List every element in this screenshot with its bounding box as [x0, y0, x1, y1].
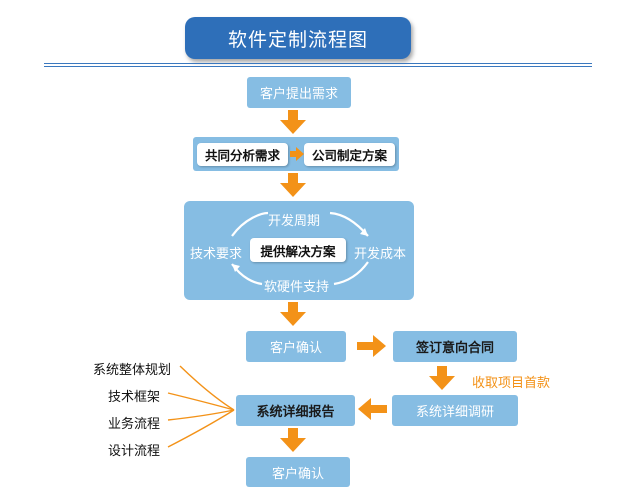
cycle-arrowhead-1 — [360, 228, 368, 236]
step-request[interactable]: 客户提出需求 — [247, 77, 351, 108]
fan-line-4 — [167, 409, 235, 448]
arrow-down-2 — [280, 173, 306, 197]
step-confirm-1[interactable]: 客户确认 — [246, 331, 346, 362]
page-title: 软件定制流程图 — [185, 17, 411, 59]
report-item: 设计流程 — [108, 444, 161, 459]
fan-line-3 — [167, 409, 235, 421]
arrow-down-4 — [429, 366, 455, 390]
payment-label: 收取项目首款 — [472, 376, 551, 391]
step-plan-label: 公司制定方案 — [311, 148, 387, 163]
step-research[interactable]: 系统详细调研 — [392, 395, 518, 426]
report-item: 业务流程 — [108, 417, 161, 432]
cycle-solution[interactable]: 提供解决方案 — [250, 238, 346, 262]
step-report[interactable]: 系统详细报告 — [236, 395, 355, 426]
arrow-down-5 — [280, 428, 306, 452]
arrow-down-3 — [280, 302, 306, 326]
cycle-arc-bottom-right — [333, 261, 369, 286]
cycle-solution-label: 提供解决方案 — [260, 243, 336, 259]
step-request-label: 客户提出需求 — [259, 87, 338, 102]
step-analysis[interactable]: 共同分析需求 — [197, 143, 288, 166]
title-divider — [44, 63, 592, 64]
arrow-right — [357, 335, 386, 357]
report-item: 系统整体规划 — [93, 363, 172, 378]
step-confirm-2-label: 客户确认 — [271, 466, 324, 482]
step-plan[interactable]: 公司制定方案 — [304, 143, 395, 166]
title-divider-2 — [44, 66, 592, 67]
cycle-dev-cost: 开发成本 — [354, 247, 407, 262]
step-confirm-1-label: 客户确认 — [269, 341, 322, 356]
arrow-down-1 — [280, 110, 306, 134]
fan-line-1 — [179, 365, 235, 411]
step-contract-label: 签订意向合同 — [415, 341, 494, 356]
report-item: 技术框架 — [108, 390, 161, 405]
fan-line-2 — [167, 392, 235, 411]
cycle-tech-requirement: 技术要求 — [190, 247, 243, 262]
cycle-arrowhead-2 — [232, 264, 240, 272]
arrow-left — [358, 398, 387, 420]
step-report-label: 系统详细报告 — [256, 405, 335, 420]
step-research-label: 系统详细调研 — [415, 405, 494, 420]
cycle-hw-sw-support: 软硬件支持 — [264, 280, 330, 295]
cycle-dev-period: 开发周期 — [268, 214, 321, 229]
arrow-right-small — [290, 147, 304, 161]
cycle-arc-top — [231, 211, 269, 237]
step-analysis-label: 共同分析需求 — [204, 148, 280, 163]
step-contract[interactable]: 签订意向合同 — [393, 331, 517, 362]
step-confirm-2[interactable]: 客户确认 — [246, 457, 350, 487]
